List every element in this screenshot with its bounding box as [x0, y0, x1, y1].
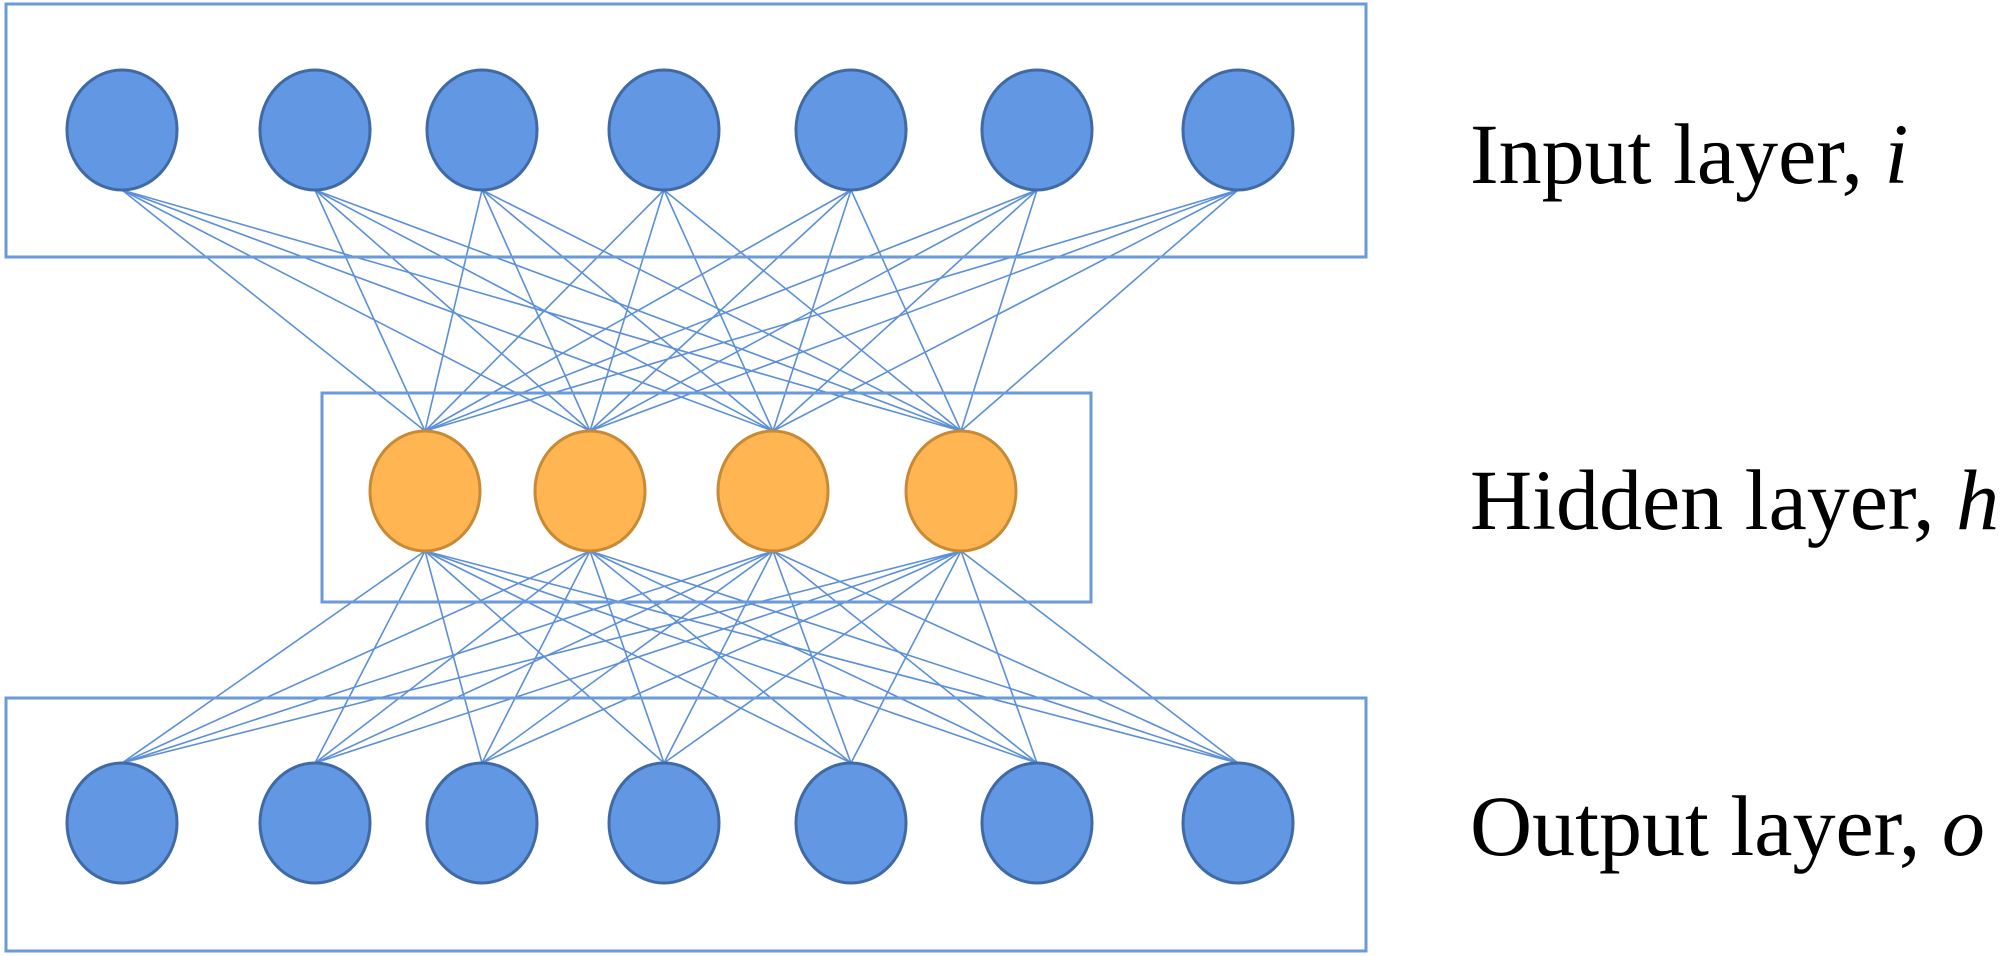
- edge-hidden-4-output-3: [481, 550, 962, 764]
- edge-input-7-hidden-1: [424, 189, 1239, 432]
- edge-input-2-hidden-2: [314, 189, 591, 432]
- edge-hidden-1-output-1: [121, 550, 426, 764]
- edge-hidden-4-output-7: [960, 550, 1239, 764]
- edge-input-6-hidden-4: [960, 189, 1038, 432]
- hidden-node-4: [904, 429, 1018, 553]
- edge-input-1-hidden-3: [121, 189, 774, 432]
- edge-input-3-hidden-2: [481, 189, 591, 432]
- edge-hidden-3-output-6: [772, 550, 1038, 764]
- edge-input-6-hidden-3: [772, 189, 1038, 432]
- input-node-5: [794, 68, 908, 192]
- output-node-2: [258, 761, 372, 885]
- edge-hidden-4-output-5: [850, 550, 962, 764]
- edge-input-7-hidden-4: [960, 189, 1239, 432]
- edge-input-4-hidden-1: [424, 189, 665, 432]
- hidden-layer-label: Hidden layer, h: [1470, 452, 1999, 548]
- edge-hidden-2-output-2: [314, 550, 591, 764]
- input-layer-label: Input layer, i: [1470, 106, 1908, 202]
- edge-input-3-hidden-1: [424, 189, 483, 432]
- input-node-4: [607, 68, 721, 192]
- edge-hidden-4-output-4: [663, 550, 962, 764]
- edge-hidden-2-output-7: [589, 550, 1239, 764]
- edge-hidden-2-output-1: [121, 550, 591, 764]
- edge-input-4-hidden-3: [663, 189, 774, 432]
- edge-hidden-3-output-7: [772, 550, 1239, 764]
- edge-input-5-hidden-1: [424, 189, 852, 432]
- edge-input-1-hidden-4: [121, 189, 962, 432]
- input-layer-frame: [4, 2, 1368, 259]
- edge-input-1-hidden-1: [121, 189, 426, 432]
- edge-input-2-hidden-1: [314, 189, 426, 432]
- edge-hidden-1-output-7: [424, 550, 1239, 764]
- edge-input-5-hidden-2: [589, 189, 852, 432]
- edge-input-7-hidden-3: [772, 189, 1239, 432]
- hidden-node-1: [368, 429, 482, 553]
- input-node-2: [258, 68, 372, 192]
- edge-input-4-hidden-2: [589, 189, 665, 432]
- edge-hidden-1-output-2: [314, 550, 426, 764]
- input-node-6: [980, 68, 1094, 192]
- output-node-5: [794, 761, 908, 885]
- edge-hidden-4-output-6: [960, 550, 1038, 764]
- output-node-7: [1181, 761, 1295, 885]
- edge-hidden-3-output-1: [121, 550, 774, 764]
- edge-hidden-3-output-4: [663, 550, 774, 764]
- output-node-6: [980, 761, 1094, 885]
- edge-hidden-4-output-1: [121, 550, 962, 764]
- edge-hidden-4-output-2: [314, 550, 962, 764]
- input-node-3: [425, 68, 539, 192]
- input-node-7: [1181, 68, 1295, 192]
- output-layer-frame: [4, 696, 1368, 953]
- hidden-node-3: [716, 429, 830, 553]
- output-layer-label: Output layer, o: [1470, 778, 1985, 874]
- output-node-4: [607, 761, 721, 885]
- output-node-3: [425, 761, 539, 885]
- input-node-1: [65, 68, 179, 192]
- edge-input-6-hidden-2: [589, 189, 1038, 432]
- edge-input-7-hidden-2: [589, 189, 1239, 432]
- edge-hidden-3-output-3: [481, 550, 774, 764]
- hidden-layer-frame: [320, 391, 1093, 604]
- edge-input-1-hidden-2: [121, 189, 591, 432]
- nodes: [65, 68, 1295, 885]
- edge-hidden-2-output-3: [481, 550, 591, 764]
- connections: [121, 189, 1239, 764]
- output-node-1: [65, 761, 179, 885]
- edge-input-6-hidden-1: [424, 189, 1038, 432]
- edge-hidden-1-output-6: [424, 550, 1038, 764]
- hidden-node-2: [533, 429, 647, 553]
